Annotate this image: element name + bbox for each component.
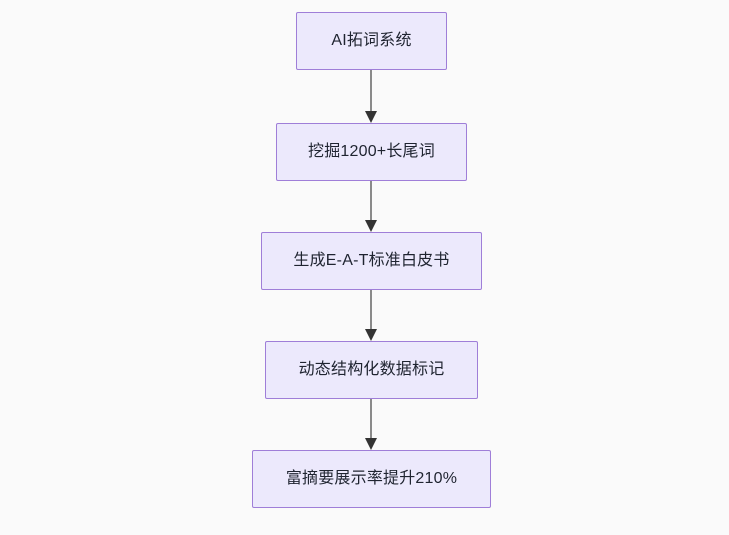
node-ai-keyword-system[interactable]: AI拓词系统 bbox=[296, 12, 447, 70]
edge-n2-n3 bbox=[365, 181, 377, 232]
node-rich-snippet-impression-uplift[interactable]: 富摘要展示率提升210% bbox=[252, 450, 491, 508]
node-label: 生成E-A-T标准白皮书 bbox=[293, 252, 450, 270]
node-label: 挖掘1200+长尾词 bbox=[308, 143, 435, 161]
edge-n3-n4 bbox=[365, 290, 377, 341]
edge-n4-n5 bbox=[365, 399, 377, 450]
node-mine-longtail-keywords[interactable]: 挖掘1200+长尾词 bbox=[276, 123, 467, 181]
node-label: AI拓词系统 bbox=[331, 32, 412, 50]
edge-n1-n2 bbox=[365, 70, 377, 123]
node-label: 富摘要展示率提升210% bbox=[285, 470, 458, 488]
node-label: 动态结构化数据标记 bbox=[298, 361, 445, 379]
node-dynamic-structured-data-markup[interactable]: 动态结构化数据标记 bbox=[265, 341, 478, 399]
node-generate-eat-whitepaper[interactable]: 生成E-A-T标准白皮书 bbox=[261, 232, 482, 290]
